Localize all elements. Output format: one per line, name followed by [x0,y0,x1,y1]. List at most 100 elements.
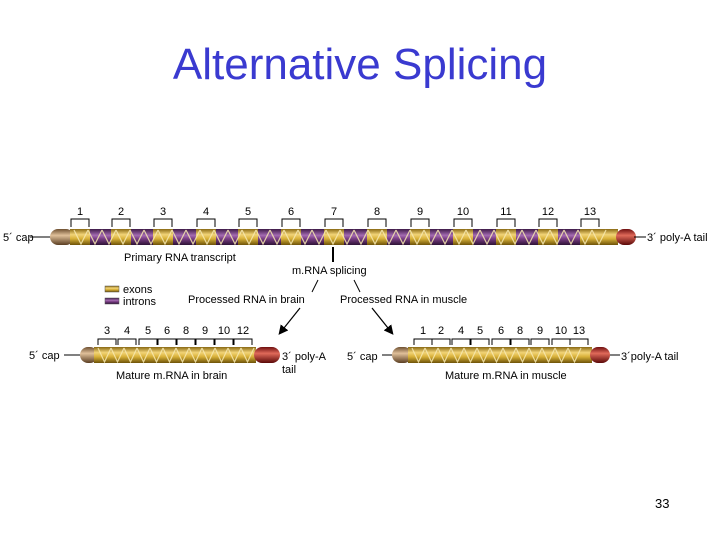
muscle-cap-label: 5´ cap [347,351,378,363]
muscle-exon-bracket [413,338,433,345]
primary-exon-label: 4 [203,206,209,218]
primary-exon-bracket [153,218,173,227]
muscle-exon-bracket [451,338,471,345]
brain-tail-label-1: 3´ poly-A [282,351,327,363]
primary-exon-label: 10 [457,206,469,218]
brain-exon-label: 6 [164,325,170,337]
primary-intron-segment [216,229,238,245]
primary-exon-bracket [367,218,387,227]
primary-polya-tail-segment [616,229,636,245]
brain-polya-tail-segment [254,347,280,363]
brain-exon-label: 8 [183,325,189,337]
splice-branch-left [311,279,319,293]
muscle-exon-label: 13 [573,325,585,337]
brain-helix-strands [97,347,255,364]
muscle-tail-label: 3´poly-A tail [621,351,678,363]
muscle-exon-bracket [569,338,589,345]
primary-rna-tube [50,229,636,246]
brain-exon-label: 5 [145,325,151,337]
muscle-exon-label: 1 [420,325,426,337]
primary-exon-bracket [538,218,558,227]
muscle-path-label: Processed RNA in muscle [340,294,467,306]
muscle-exon-label: 2 [438,325,444,337]
primary-exon-bracket [410,218,430,227]
splice-branch-right [353,279,361,293]
muscle-exon-label: 8 [517,325,523,337]
muscle-arrow [371,307,394,335]
brain-exon-brackets [97,338,253,345]
primary-exon-bracket [496,218,516,227]
primary-exon-label: 8 [374,206,380,218]
brain-exon-label: 12 [237,325,249,337]
muscle-exon-brackets [413,338,589,345]
primary-exon-brackets [70,218,600,227]
primary-exon-bracket [238,218,258,227]
brain-exon-bracket [233,338,253,345]
primary-exon-label: 12 [542,206,554,218]
brain-exon-labels: 3 4 5 6 8 9 10 12 [104,325,249,337]
brain-tail-label-2: tail [282,364,296,376]
muscle-exon-label: 9 [537,325,543,337]
legend-exons-label: exons [123,284,153,296]
muscle-polya-tail-segment [590,347,610,363]
primary-exon-label: 7 [331,206,337,218]
muscle-exon-bracket [431,338,451,345]
primary-exon-label: 2 [118,206,124,218]
primary-cap-label: 5´ cap [3,232,34,244]
muscle-exon-bracket [510,338,530,345]
splicing-label: m.RNA splicing [292,265,367,277]
primary-exon-bracket [324,218,344,227]
legend: exons introns [104,284,157,308]
brain-cap-segment [80,347,98,363]
primary-exon-bracket [111,218,131,227]
brain-arrow [278,307,301,335]
brain-caption: Mature m.RNA in brain [116,370,227,382]
primary-intron-segment [131,229,153,245]
muscle-caption: Mature m.RNA in muscle [445,370,567,382]
brain-cap-label: 5´ cap [29,350,60,362]
primary-intron-segment [516,229,538,245]
brain-exon-label: 4 [124,325,130,337]
legend-intron-swatch [104,297,120,305]
muscle-exon-bracket [551,338,571,345]
primary-exon-label: 13 [584,206,596,218]
page-title: Alternative Splicing [172,40,548,89]
primary-exon-label: 6 [288,206,294,218]
primary-intron-segment [558,229,580,245]
legend-exon-swatch [104,285,120,293]
muscle-exon-label: 5 [477,325,483,337]
primary-caption: Primary RNA transcript [124,252,236,264]
primary-intron-segment [344,229,367,245]
brain-exon-bracket [157,338,177,345]
brain-exon-bracket [97,338,117,345]
primary-helix-strands [73,229,607,246]
brain-exon-body [94,347,256,363]
primary-exon-label: 11 [500,206,511,218]
muscle-cap-segment [392,347,412,363]
primary-exon-label: 5 [245,206,251,218]
brain-exon-bracket [138,338,158,345]
muscle-exon-label: 6 [498,325,504,337]
muscle-exon-bracket [491,338,511,345]
brain-exon-label: 10 [218,325,230,337]
brain-mrna: 3 4 5 6 8 9 10 12 5´ cap 3´ poly-A tail Mature … [29,325,327,382]
primary-exon-bracket [281,218,301,227]
splicing-section: m.RNA splicing [292,247,367,293]
primary-intron-segment [90,229,111,245]
page-number: 33 [655,496,670,511]
brain-exon-bracket [195,338,215,345]
legend-introns-label: introns [123,296,157,308]
brain-exon-label: 3 [104,325,110,337]
brain-path-label: Processed RNA in brain [188,294,305,306]
primary-exon-bracket [196,218,216,227]
primary-tail-label: 3´ poly-A tail [647,232,708,244]
primary-exon-bracket [70,218,90,227]
brain-exon-label: 9 [202,325,208,337]
muscle-exon-bracket [470,338,490,345]
primary-exon-label: 3 [160,206,166,218]
